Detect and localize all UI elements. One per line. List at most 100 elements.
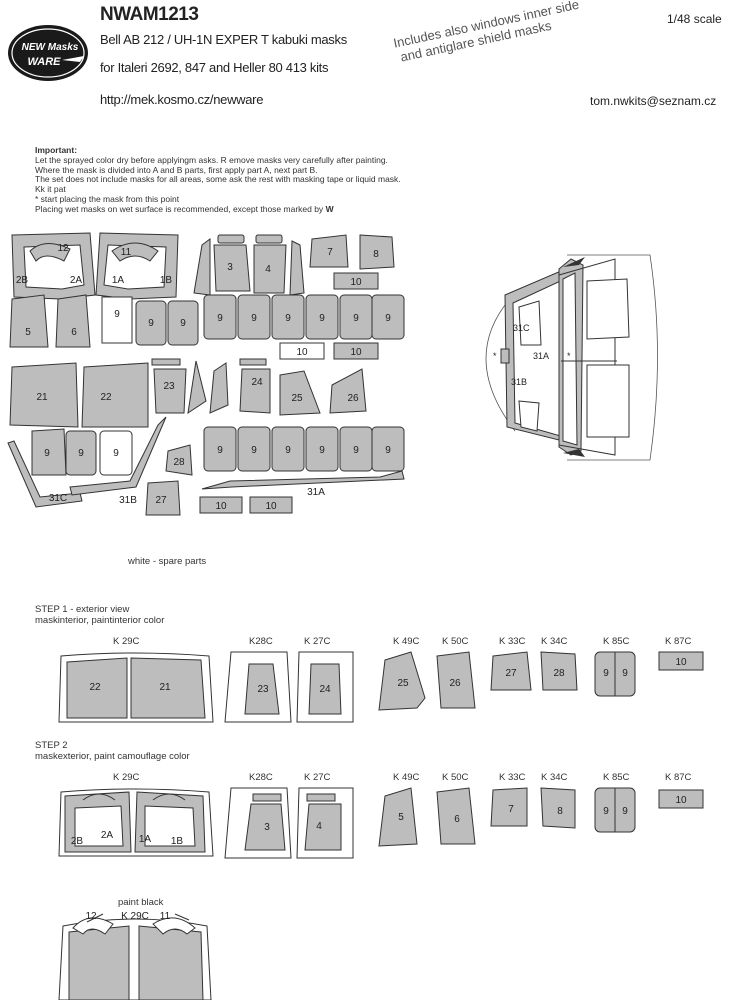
mask-strip-31A bbox=[201, 470, 405, 490]
mask-part-25 bbox=[279, 370, 321, 416]
label-9: 9 bbox=[251, 445, 257, 456]
canopy-label-31B: 31B bbox=[511, 377, 527, 387]
label-9: 9 bbox=[285, 313, 291, 324]
step2-subtitle: maskexterior, paint camouflage color bbox=[35, 751, 190, 762]
mask-part-21 bbox=[9, 362, 79, 428]
step2-part-1B: 1B bbox=[171, 836, 184, 847]
step2-part-2B: 2B bbox=[71, 836, 84, 847]
step2-code-k50c: K 50C bbox=[442, 772, 469, 783]
label-9: 9 bbox=[385, 445, 391, 456]
logo-line2: WARE bbox=[28, 56, 62, 68]
label-25: 25 bbox=[291, 393, 303, 404]
label-9: 9 bbox=[285, 445, 291, 456]
label-31C: 31C bbox=[49, 493, 67, 504]
canopy-label-31A: 31A bbox=[533, 351, 549, 361]
label-9: 9 bbox=[217, 313, 223, 324]
website-url[interactable]: http://mek.kosmo.cz/newware bbox=[100, 92, 264, 107]
step2-part-5: 5 bbox=[398, 812, 404, 823]
product-subtitle: for Italeri 2692, 847 and Heller 80 413 … bbox=[100, 60, 329, 75]
mask-part-8 bbox=[359, 234, 395, 270]
step1-code-k49c: K 49C bbox=[393, 636, 420, 647]
label-10: 10 bbox=[350, 277, 362, 288]
label-9: 9 bbox=[319, 445, 325, 456]
step2-code-k49c: K 49C bbox=[393, 772, 420, 783]
step1-part-28: 28 bbox=[553, 668, 565, 679]
label-9: 9 bbox=[217, 445, 223, 456]
step2-code-k85c: K 85C bbox=[603, 772, 630, 783]
step1-part-10: 10 bbox=[675, 657, 687, 668]
label-31A: 31A bbox=[307, 487, 325, 498]
canopy-label-31C: 31C bbox=[513, 323, 530, 333]
label-9: 9 bbox=[148, 318, 154, 329]
label-28: 28 bbox=[173, 457, 185, 468]
step2-part-4: 4 bbox=[316, 821, 322, 832]
label-5: 5 bbox=[25, 327, 31, 338]
mask-strip-31B bbox=[69, 416, 167, 496]
step1-code-k50c: K 50C bbox=[442, 636, 469, 647]
label-24: 24 bbox=[251, 377, 263, 388]
label-26: 26 bbox=[347, 393, 359, 404]
step2-code-k27c: K 27C bbox=[304, 772, 331, 783]
label-21: 21 bbox=[36, 392, 48, 403]
note-line: The set does not include masks for all a… bbox=[35, 174, 401, 185]
wet-mark-icon: W bbox=[325, 203, 334, 214]
mask-part-7 bbox=[309, 234, 349, 268]
step2-title: STEP 2 bbox=[35, 740, 68, 751]
mask-part-10 bbox=[333, 272, 379, 290]
label-9: 9 bbox=[44, 448, 50, 459]
label-3: 3 bbox=[227, 262, 233, 273]
note-line: Let the sprayed color dry before applyin… bbox=[35, 154, 388, 165]
step2-part-8: 8 bbox=[557, 806, 563, 817]
step2-part-7: 7 bbox=[508, 804, 514, 815]
includes-note: Includes also windows inner side and ant… bbox=[392, 0, 653, 65]
step2-part-9: 9 bbox=[622, 806, 628, 817]
instructions: Important: Let the sprayed color dry bef… bbox=[35, 145, 401, 215]
label-8: 8 bbox=[373, 249, 379, 260]
step1-part-27: 27 bbox=[505, 668, 517, 679]
step3-title: paint black bbox=[118, 897, 164, 908]
step1-subtitle: maskinterior, paintinterior color bbox=[35, 615, 165, 626]
step1-code-k33c: K 33C bbox=[499, 636, 526, 647]
label-4: 4 bbox=[265, 264, 271, 275]
label-9: 9 bbox=[319, 313, 325, 324]
step3-parts: 12 K 29C 11 bbox=[58, 911, 212, 1000]
mask-part-28 bbox=[165, 444, 193, 476]
step1-part-9: 9 bbox=[603, 668, 609, 679]
step3-part-12: 12 bbox=[85, 911, 97, 922]
step2-part-3: 3 bbox=[264, 822, 270, 833]
step1-code-k34c: K 34C bbox=[541, 636, 568, 647]
step2-code-k34c: K 34C bbox=[541, 772, 568, 783]
step1-code-k28c: K28C bbox=[249, 636, 273, 647]
step2-part-2A: 2A bbox=[101, 830, 114, 841]
step1-part-9: 9 bbox=[622, 668, 628, 679]
mask-part-24 bbox=[239, 368, 271, 414]
new-ware-logo: NEW Masks WARE bbox=[4, 22, 96, 89]
note-line: * start placing the mask from this point bbox=[35, 193, 180, 204]
label-2A: 2A bbox=[70, 275, 83, 286]
step2-part-9: 9 bbox=[603, 806, 609, 817]
label-9: 9 bbox=[113, 448, 119, 459]
mask-part-22 bbox=[81, 362, 149, 428]
label-9: 9 bbox=[251, 313, 257, 324]
note-line: Where the mask is divided into A and B p… bbox=[35, 164, 318, 175]
mask-part-small-left bbox=[193, 238, 211, 296]
label-6: 6 bbox=[71, 327, 77, 338]
mask-part-26 bbox=[329, 368, 367, 414]
label-22: 22 bbox=[100, 392, 112, 403]
label-2B: 2B bbox=[16, 275, 29, 286]
label-10: 10 bbox=[350, 347, 362, 358]
step2-parts: 2B 2A 1A 1B 3 4 5 6 7 8 9 9 10 bbox=[58, 787, 704, 859]
label-10: 10 bbox=[265, 501, 277, 512]
canopy-diagram: 31C 31A 31B * * bbox=[485, 254, 658, 461]
step2-code-k87c: K 87C bbox=[665, 772, 692, 783]
label-9: 9 bbox=[353, 313, 359, 324]
step3-code-k29c: K 29C bbox=[121, 911, 149, 922]
step1-part-25: 25 bbox=[397, 678, 409, 689]
step1-part-26: 26 bbox=[449, 678, 461, 689]
label-9: 9 bbox=[385, 313, 391, 324]
step1-code-k29c: K 29C bbox=[113, 636, 140, 647]
scale-label: 1/48 scale bbox=[667, 12, 722, 26]
contact-email[interactable]: tom.nwkits@seznam.cz bbox=[590, 94, 717, 108]
step1-code-k85c: K 85C bbox=[603, 636, 630, 647]
label-31B: 31B bbox=[119, 495, 137, 506]
